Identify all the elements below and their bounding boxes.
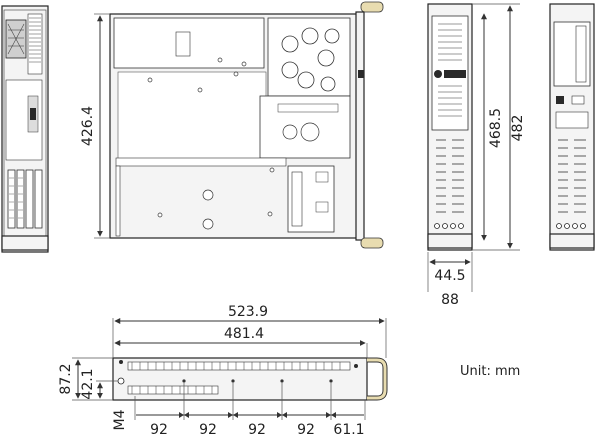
spacing-label-5: 61.1 <box>333 422 364 438</box>
dim-hole-spacing: 92 92 92 92 61.1 <box>134 383 366 438</box>
spacing-label-2: 92 <box>199 422 217 438</box>
front-width-label: 482 <box>510 115 526 142</box>
right-view <box>549 3 595 251</box>
front-bay-width-label: 44.5 <box>434 268 465 284</box>
front-inner-height-label: 468.5 <box>488 108 504 148</box>
side-height-label: 87.2 <box>58 363 74 394</box>
spacing-label-3: 92 <box>248 422 266 438</box>
side-overall-label: 523.9 <box>228 304 268 320</box>
front-depth-label: 88 <box>441 292 459 308</box>
dim-side-height: 87.2 42.1 M4 <box>58 357 128 431</box>
spacing-label-4: 92 <box>297 422 315 438</box>
dim-front-height: 482 468.5 <box>472 3 526 251</box>
rear-view <box>1 5 49 253</box>
spacing-label-1: 92 <box>150 422 168 438</box>
front-view <box>427 3 473 251</box>
dim-top-depth: 426.4 <box>80 13 110 239</box>
side-body-label: 481.4 <box>224 326 264 342</box>
top-view <box>109 1 384 249</box>
unit-label: Unit: mm <box>460 364 520 379</box>
side-view <box>112 357 388 401</box>
side-hole-height-label: 42.1 <box>80 368 96 399</box>
top-depth-label: 426.4 <box>80 106 96 146</box>
side-thread-label: M4 <box>112 409 128 430</box>
dim-front-horizontal: 44.5 88 <box>427 252 473 308</box>
dim-side-overall: 523.9 481.4 <box>112 304 387 358</box>
